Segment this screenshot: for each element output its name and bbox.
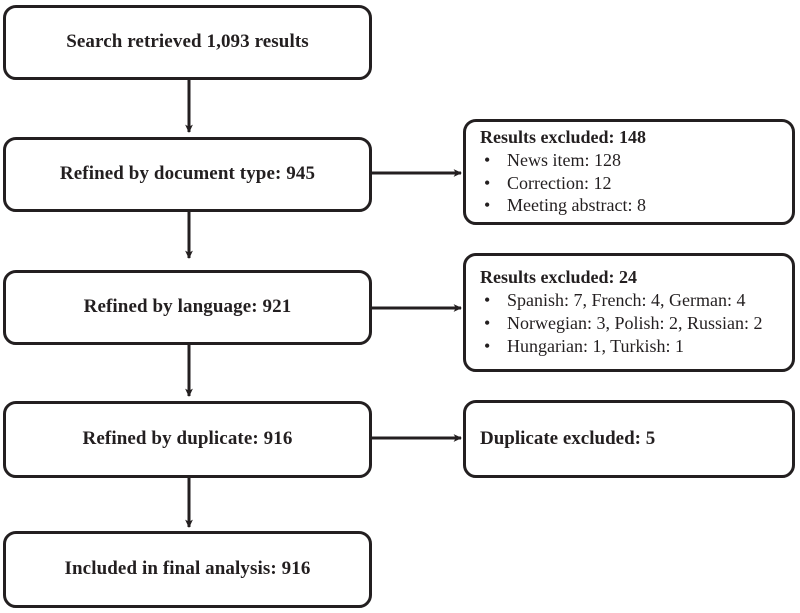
stage-label-document-type: Refined by document type: 945 [59, 163, 316, 185]
stage-label-included: Included in final analysis: 916 [64, 558, 311, 580]
exclusion-list-item: • Correction: 12 [480, 172, 782, 195]
exclusion-title-language: Results excluded: 24 [480, 267, 637, 288]
exclusion-list-item: • Meeting abstract: 8 [480, 194, 782, 217]
bullet-icon: • [484, 195, 491, 216]
stage-label-search: Search retrieved 1,093 results [66, 31, 309, 53]
exclusion-list-item: • Norwegian: 3, Polish: 2, Russian: 2 [480, 312, 782, 335]
bullet-icon: • [484, 335, 491, 356]
exclusion-list-document-type: • News item: 128 • Correction: 12 • Meet… [480, 149, 782, 218]
exclusion-list-item: • Hungarian: 1, Turkish: 1 [480, 335, 782, 358]
stage-box-search: Search retrieved 1,093 results [3, 5, 372, 80]
bullet-icon: • [484, 149, 491, 170]
exclusion-item-label: News item: 128 [507, 149, 621, 170]
bullet-icon: • [484, 172, 491, 193]
exclusion-item-label: Hungarian: 1, Turkish: 1 [507, 335, 685, 356]
exclusion-box-document-type: Results excluded: 148 • News item: 128 •… [463, 119, 795, 225]
exclusion-box-duplicate: Duplicate excluded: 5 [463, 400, 795, 478]
exclusion-box-language: Results excluded: 24 • Spanish: 7, Frenc… [463, 253, 795, 372]
exclusion-list-item: • News item: 128 [480, 149, 782, 172]
stage-box-included: Included in final analysis: 916 [3, 531, 372, 608]
stage-box-document-type: Refined by document type: 945 [3, 137, 372, 212]
stage-box-language: Refined by language: 921 [3, 270, 372, 345]
exclusion-item-label: Correction: 12 [507, 172, 612, 193]
exclusion-content-language: Results excluded: 24 • Spanish: 7, Frenc… [480, 267, 782, 358]
stage-box-duplicate: Refined by duplicate: 916 [3, 401, 372, 478]
exclusion-item-label: Spanish: 7, French: 4, German: 4 [507, 290, 746, 311]
exclusion-list-item: • Spanish: 7, French: 4, German: 4 [480, 289, 782, 312]
bullet-icon: • [484, 290, 491, 311]
bullet-icon: • [484, 313, 491, 334]
exclusion-title-document-type: Results excluded: 148 [480, 126, 646, 147]
exclusion-item-label: Meeting abstract: 8 [507, 195, 646, 216]
stage-label-language: Refined by language: 921 [83, 296, 292, 318]
exclusion-label-duplicate: Duplicate excluded: 5 [480, 428, 656, 449]
exclusion-content-document-type: Results excluded: 148 • News item: 128 •… [480, 127, 782, 218]
exclusion-item-label: Norwegian: 3, Polish: 2, Russian: 2 [507, 313, 763, 334]
stage-label-duplicate: Refined by duplicate: 916 [82, 428, 293, 450]
exclusion-list-language: • Spanish: 7, French: 4, German: 4 • Nor… [480, 289, 782, 358]
